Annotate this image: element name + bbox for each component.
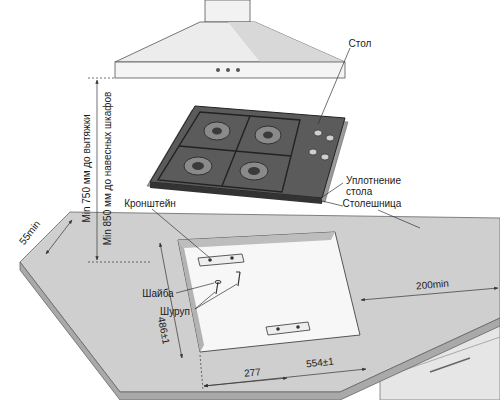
dimension-label: Min 750 мм до вытяжки bbox=[80, 114, 91, 222]
part-label: Шуруп bbox=[160, 306, 190, 317]
drawing-part bbox=[240, 162, 268, 180]
drawing-part bbox=[192, 162, 204, 170]
drawing-part bbox=[198, 254, 244, 266]
dimension-label: 200min bbox=[415, 277, 449, 291]
drawing-part bbox=[88, 78, 115, 79]
drawing-part bbox=[184, 157, 212, 175]
drawing-part bbox=[152, 209, 210, 258]
drawing-part bbox=[178, 232, 360, 352]
dimension-label: 277 bbox=[243, 366, 261, 379]
drawing-part bbox=[226, 68, 230, 72]
drawing-part bbox=[248, 167, 260, 175]
dimension-label: 486±1 bbox=[156, 315, 172, 344]
drawing-part bbox=[378, 210, 420, 228]
drawing-part bbox=[195, 292, 215, 309]
part-label: Столешница bbox=[343, 198, 402, 209]
drawing-part bbox=[97, 80, 98, 260]
drawing-part bbox=[176, 283, 214, 293]
drawing-part bbox=[255, 126, 281, 144]
drawing-part bbox=[314, 130, 322, 136]
drawing-part bbox=[236, 68, 240, 72]
dimension-line bbox=[46, 78, 498, 390]
drawing-part bbox=[115, 62, 345, 78]
drawing-part bbox=[150, 106, 345, 198]
screw bbox=[215, 272, 240, 294]
drawing-part bbox=[318, 200, 343, 206]
part-label: Шайба bbox=[142, 288, 173, 299]
part-label: Кронштейн bbox=[124, 198, 176, 209]
drawing-part bbox=[178, 240, 204, 352]
drawing-part bbox=[326, 135, 334, 141]
drawing-part bbox=[208, 258, 212, 262]
drawing-part bbox=[20, 212, 500, 392]
dimension-label: 55min bbox=[17, 218, 42, 246]
drawing-part bbox=[204, 369, 366, 386]
drawing-part bbox=[115, 22, 345, 62]
part-label: Уплотнение стола bbox=[346, 175, 410, 197]
drawing-part bbox=[230, 256, 234, 260]
drawing-part bbox=[321, 154, 329, 160]
drawing-part bbox=[430, 358, 470, 372]
drawing-part bbox=[276, 327, 280, 331]
drawing-part bbox=[158, 112, 300, 192]
drawing-part bbox=[236, 272, 240, 273]
drawing-part bbox=[178, 232, 335, 248]
hob bbox=[147, 106, 348, 204]
drawing-part bbox=[296, 325, 300, 329]
drawing-part bbox=[266, 322, 310, 335]
drawing-part bbox=[318, 48, 350, 124]
drawing-part bbox=[205, 0, 250, 22]
drawing-part bbox=[46, 220, 72, 254]
leader-line bbox=[152, 48, 420, 309]
part-label: Стол bbox=[349, 38, 372, 49]
drawing-part bbox=[200, 355, 203, 390]
drawing-part bbox=[192, 128, 273, 176]
drawing-part bbox=[158, 112, 300, 192]
drawing-part bbox=[88, 262, 150, 263]
drawing-part bbox=[309, 130, 334, 160]
drawing-part bbox=[212, 128, 222, 135]
bracket bbox=[198, 254, 310, 335]
drawing-part bbox=[216, 68, 220, 72]
drawing-part bbox=[179, 146, 291, 156]
drawing-part bbox=[195, 284, 237, 309]
countertop bbox=[20, 212, 500, 400]
drawing-part bbox=[238, 272, 240, 286]
drawing-part bbox=[204, 122, 230, 140]
dimension-label: 554±1 bbox=[306, 355, 335, 369]
drawing-part bbox=[228, 22, 345, 62]
drawing-part bbox=[318, 183, 343, 200]
drawing-part bbox=[184, 122, 281, 180]
drawing-part bbox=[309, 149, 317, 155]
dimension-label: Min 850 мм до навесных шкафов bbox=[102, 91, 113, 245]
hood bbox=[115, 0, 345, 78]
drawing-part bbox=[216, 282, 218, 294]
drawing-part bbox=[263, 132, 273, 139]
